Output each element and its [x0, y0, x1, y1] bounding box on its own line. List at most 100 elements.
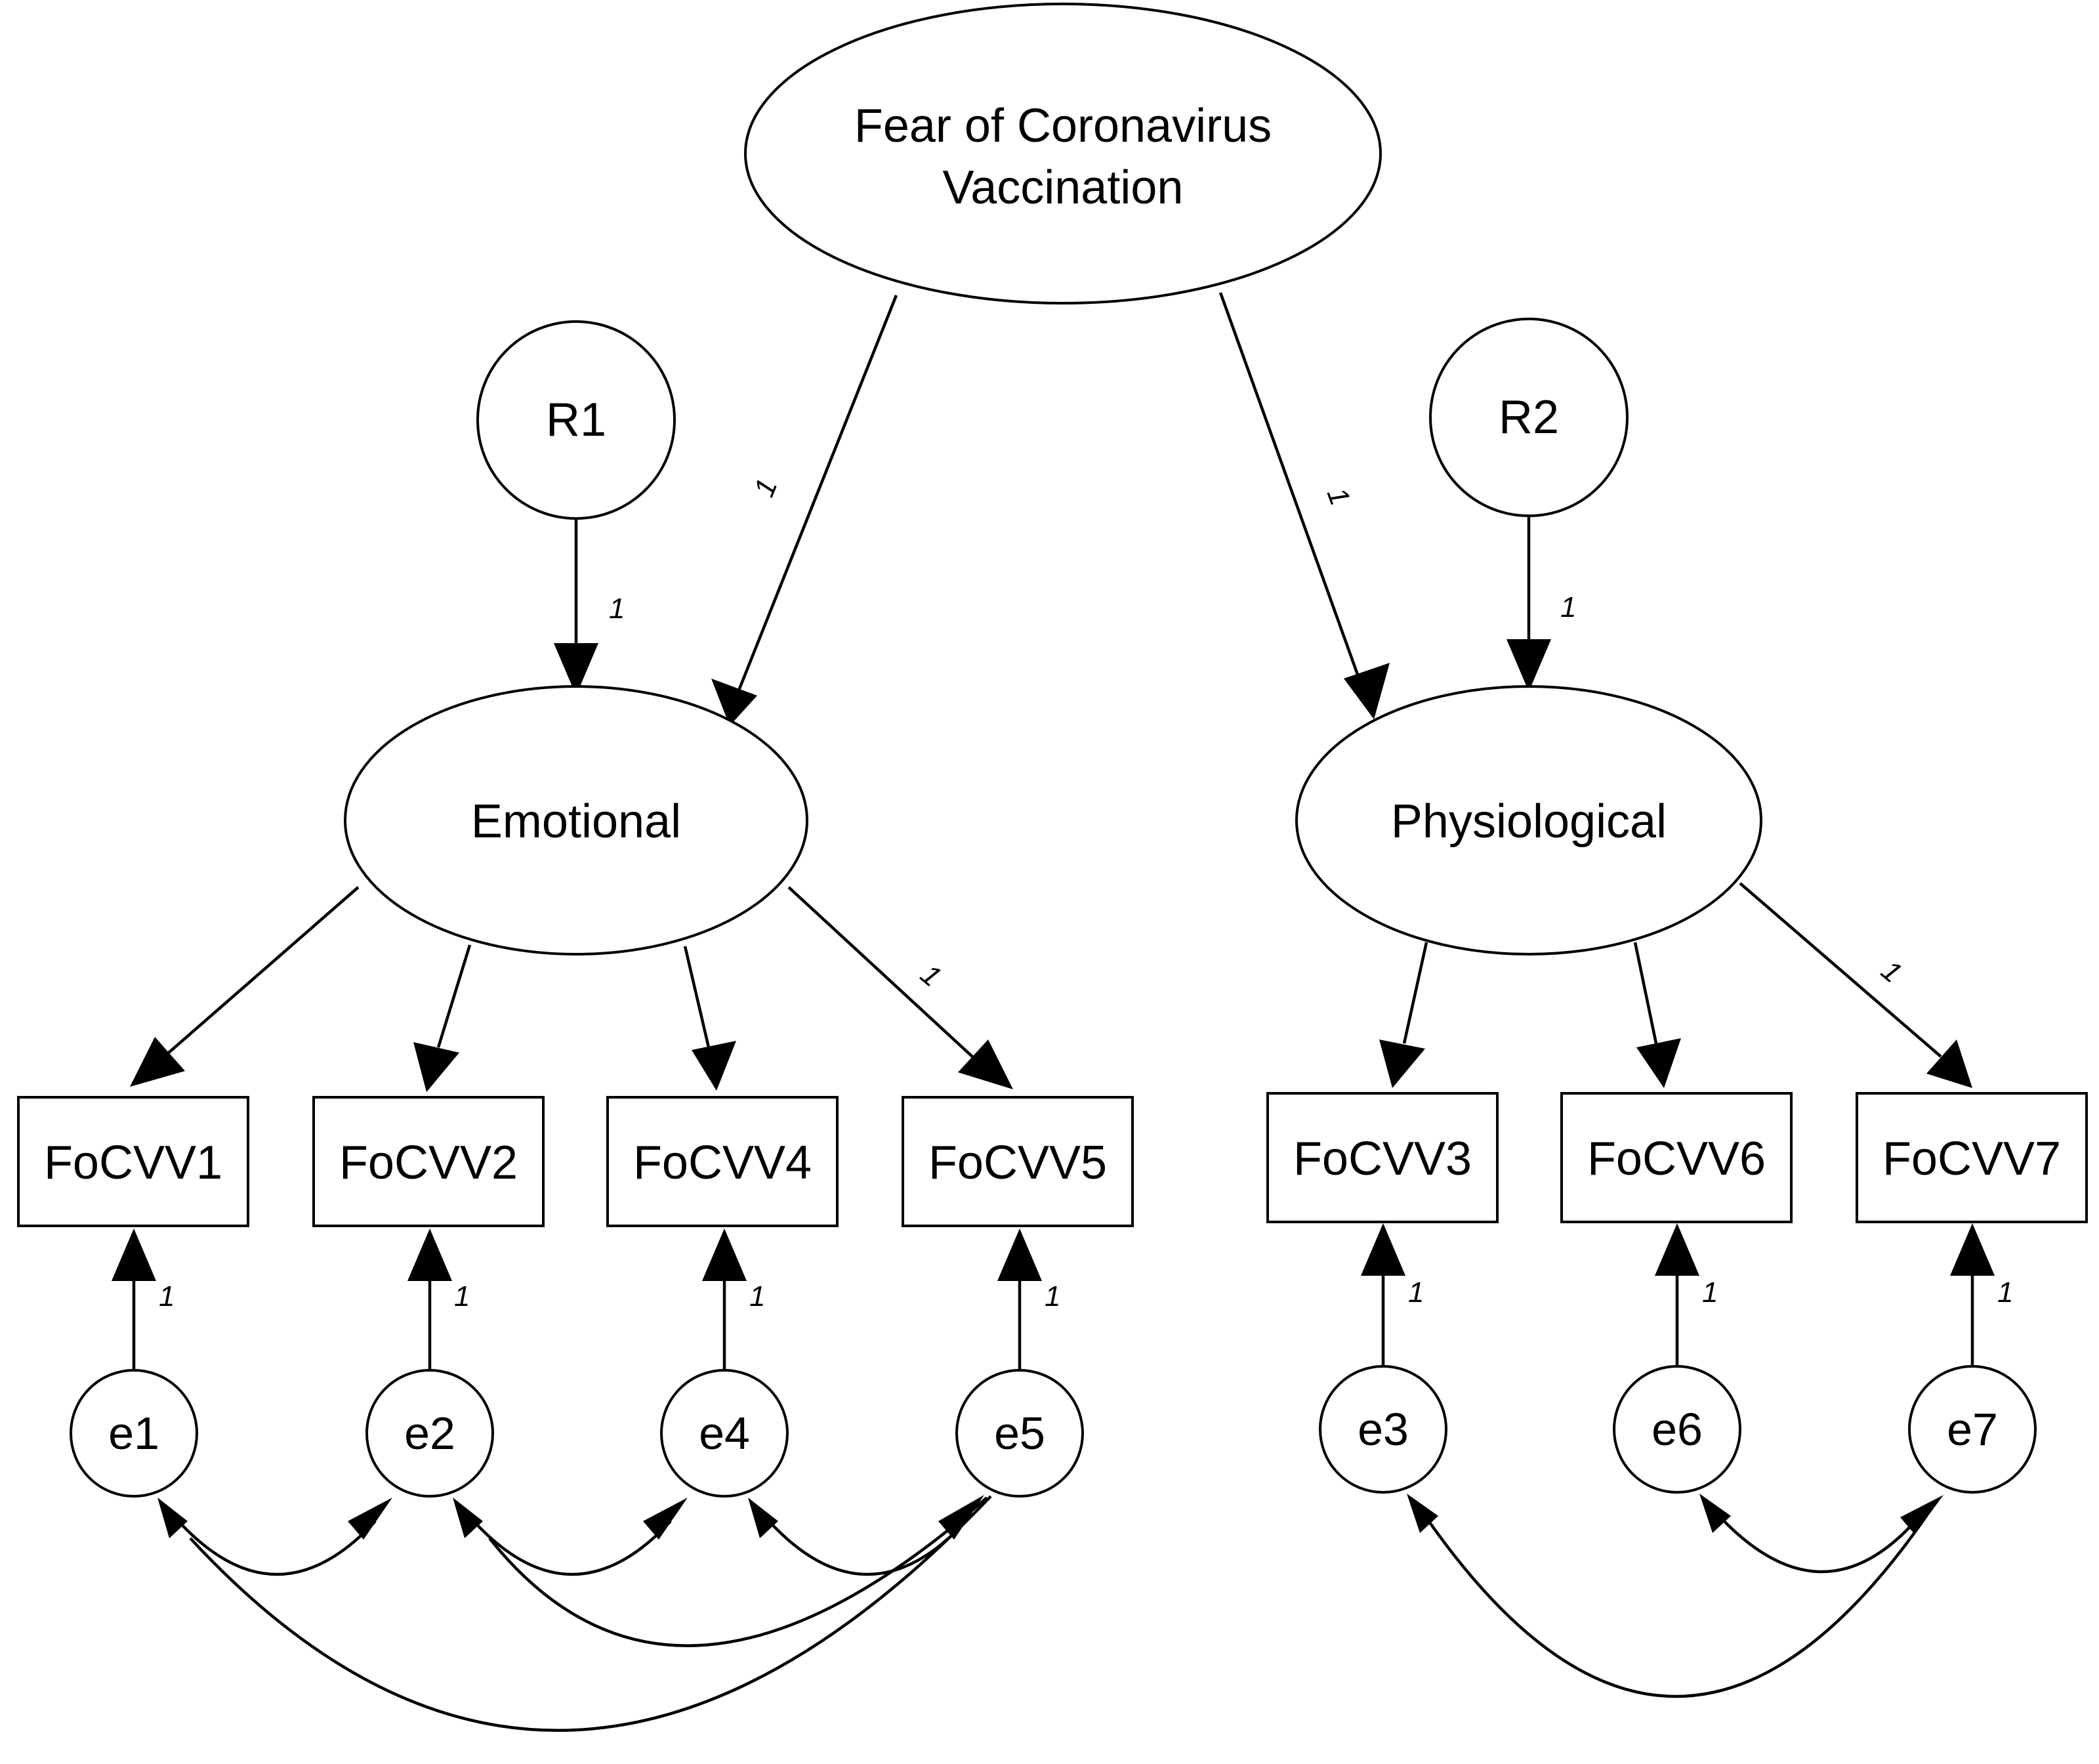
arrowhead-r2: [1507, 639, 1551, 692]
r2-label: R2: [1499, 391, 1559, 444]
e7-label: e7: [1947, 1404, 1998, 1455]
cov-e4-e5-head-left: [748, 1498, 778, 1538]
e5-label: e5: [994, 1408, 1045, 1459]
arrowhead-emotional: [711, 679, 757, 726]
r1-circle[interactable]: [476, 320, 676, 520]
e4-label: e4: [699, 1408, 750, 1459]
errors: e1 e2 e4 e5 e3 e6 e7: [70, 1365, 2037, 1498]
focvv5-box[interactable]: [902, 1096, 1134, 1227]
e3-label: e3: [1358, 1404, 1409, 1455]
arrowhead-focvv2: [413, 1042, 459, 1092]
cov-e1-e5: [189, 1495, 992, 1732]
physiological-loadings: [1379, 882, 1972, 1088]
higher-factor-label-line2: Vaccination: [943, 161, 1184, 214]
fixed-label-e3: 1: [1408, 1276, 1424, 1309]
arrowhead-focvv1: [130, 1037, 185, 1087]
focvv3-label: FoCVV3: [1293, 1133, 1472, 1185]
arrowhead-physiological: [1344, 663, 1390, 719]
e6-label: e6: [1652, 1404, 1703, 1455]
focvv1-label: FoCVV1: [44, 1137, 222, 1189]
focvv5-label: FoCVV5: [928, 1137, 1107, 1189]
e1-circle[interactable]: [70, 1369, 198, 1498]
higher-order-paths: [711, 292, 1390, 726]
cov-e6-e7-head-left: [1699, 1494, 1731, 1533]
path-fear-to-emotional: [732, 295, 898, 704]
fixed-label-fear-emotional: 1: [748, 474, 784, 501]
e4-circle[interactable]: [660, 1369, 789, 1498]
cov-e2-e4-head-left: [453, 1498, 483, 1538]
arrowhead-e6: [1655, 1223, 1699, 1276]
first-order-factors: Emotional Physiological: [344, 685, 1762, 956]
physiological-ellipse[interactable]: [1295, 685, 1762, 956]
e3-circle[interactable]: [1319, 1365, 1447, 1494]
fixed-label-focvv7: 1: [1875, 954, 1908, 989]
indicators: FoCVV1 FoCVV2 FoCVV4 FoCVV5 FoCVV3 FoCVV…: [17, 1092, 2088, 1227]
arrowhead-e7: [1950, 1223, 1995, 1276]
residual-paths: [554, 516, 1551, 696]
loading-physiological-focvv3: [1402, 942, 1428, 1044]
cov-e2-e4-head-right: [643, 1498, 688, 1540]
focvv6-label: FoCVV6: [1587, 1133, 1766, 1185]
cov-e3-e7-head-left: [1407, 1494, 1438, 1533]
r1-label: R1: [546, 394, 606, 446]
e1-label: e1: [108, 1408, 159, 1459]
fixed-label-r2: 1: [1560, 591, 1576, 623]
fixed-label-e5: 1: [1045, 1280, 1060, 1312]
path-fear-to-physiological: [1218, 292, 1368, 699]
cov-e6-e7: [1718, 1515, 1921, 1574]
covariance-arcs: [157, 1494, 1943, 1732]
loading-emotional-focvv1: [161, 886, 360, 1059]
loading-physiological-focvv6: [1633, 942, 1658, 1044]
cov-e1-e2-head-right: [348, 1498, 392, 1540]
cov-e1-e2-head-left: [157, 1498, 188, 1538]
focvv6-box[interactable]: [1560, 1092, 1793, 1223]
focvv1-box[interactable]: [17, 1096, 249, 1227]
arrowhead-focvv4: [692, 1041, 736, 1091]
focvv4-label: FoCVV4: [633, 1137, 812, 1189]
higher-factor-label-line1: Fear of Coronavirus: [854, 100, 1272, 152]
arrowhead-e4: [702, 1228, 747, 1281]
fixed-label-e6: 1: [1702, 1276, 1718, 1309]
arrowhead-e2: [407, 1228, 452, 1281]
higher-order-factor: Fear of Coronavirus Vaccination: [744, 3, 1382, 304]
arrowhead-focvv7: [1926, 1040, 1972, 1088]
e7-circle[interactable]: [1908, 1365, 2037, 1494]
cov-e3-e7: [1424, 1515, 1928, 1698]
emotional-label: Emotional: [471, 795, 681, 848]
fixed-label-fear-physiological: 1: [1321, 484, 1356, 510]
arrowhead-r1: [554, 643, 598, 696]
focvv7-box[interactable]: [1856, 1092, 2088, 1223]
cov-e4-e5: [768, 1520, 967, 1576]
focvv4-box[interactable]: [606, 1096, 839, 1227]
arrowhead-focvv6: [1636, 1038, 1681, 1088]
arrowhead-e5: [997, 1228, 1042, 1281]
residuals: R1 R2: [476, 318, 1629, 520]
focvv2-label: FoCVV2: [339, 1137, 518, 1189]
arrowhead-focvv5: [958, 1040, 1013, 1089]
fixed-label-e2: 1: [454, 1280, 470, 1312]
fear-of-coronavirus-vaccination-ellipse[interactable]: [744, 3, 1382, 304]
focvv2-box[interactable]: [312, 1096, 545, 1227]
fixed-label-r1: 1: [609, 593, 625, 625]
loading-emotional-focvv2: [436, 944, 472, 1048]
fixed-label-e4: 1: [749, 1280, 765, 1312]
loading-emotional-focvv5: [787, 886, 975, 1059]
e2-circle[interactable]: [365, 1369, 494, 1498]
e2-label: e2: [404, 1408, 455, 1459]
fixed-label-e1: 1: [159, 1280, 175, 1312]
cov-e2-e4: [472, 1520, 672, 1576]
e6-circle[interactable]: [1613, 1365, 1741, 1494]
r2-circle[interactable]: [1429, 318, 1629, 517]
focvv3-box[interactable]: [1266, 1092, 1499, 1223]
emotional-loadings: [130, 886, 1013, 1092]
physiological-label: Physiological: [1391, 795, 1667, 848]
e5-circle[interactable]: [955, 1369, 1084, 1498]
fixed-label-focvv5: 1: [915, 958, 947, 993]
cov-e1-e2: [177, 1520, 377, 1576]
loading-emotional-focvv4: [683, 946, 711, 1048]
cov-e2-e5: [488, 1496, 988, 1647]
emotional-ellipse[interactable]: [344, 685, 808, 956]
arrowhead-focvv3: [1379, 1040, 1425, 1088]
fixed-label-e7: 1: [1997, 1276, 2013, 1309]
error-paths: [112, 1223, 1995, 1382]
